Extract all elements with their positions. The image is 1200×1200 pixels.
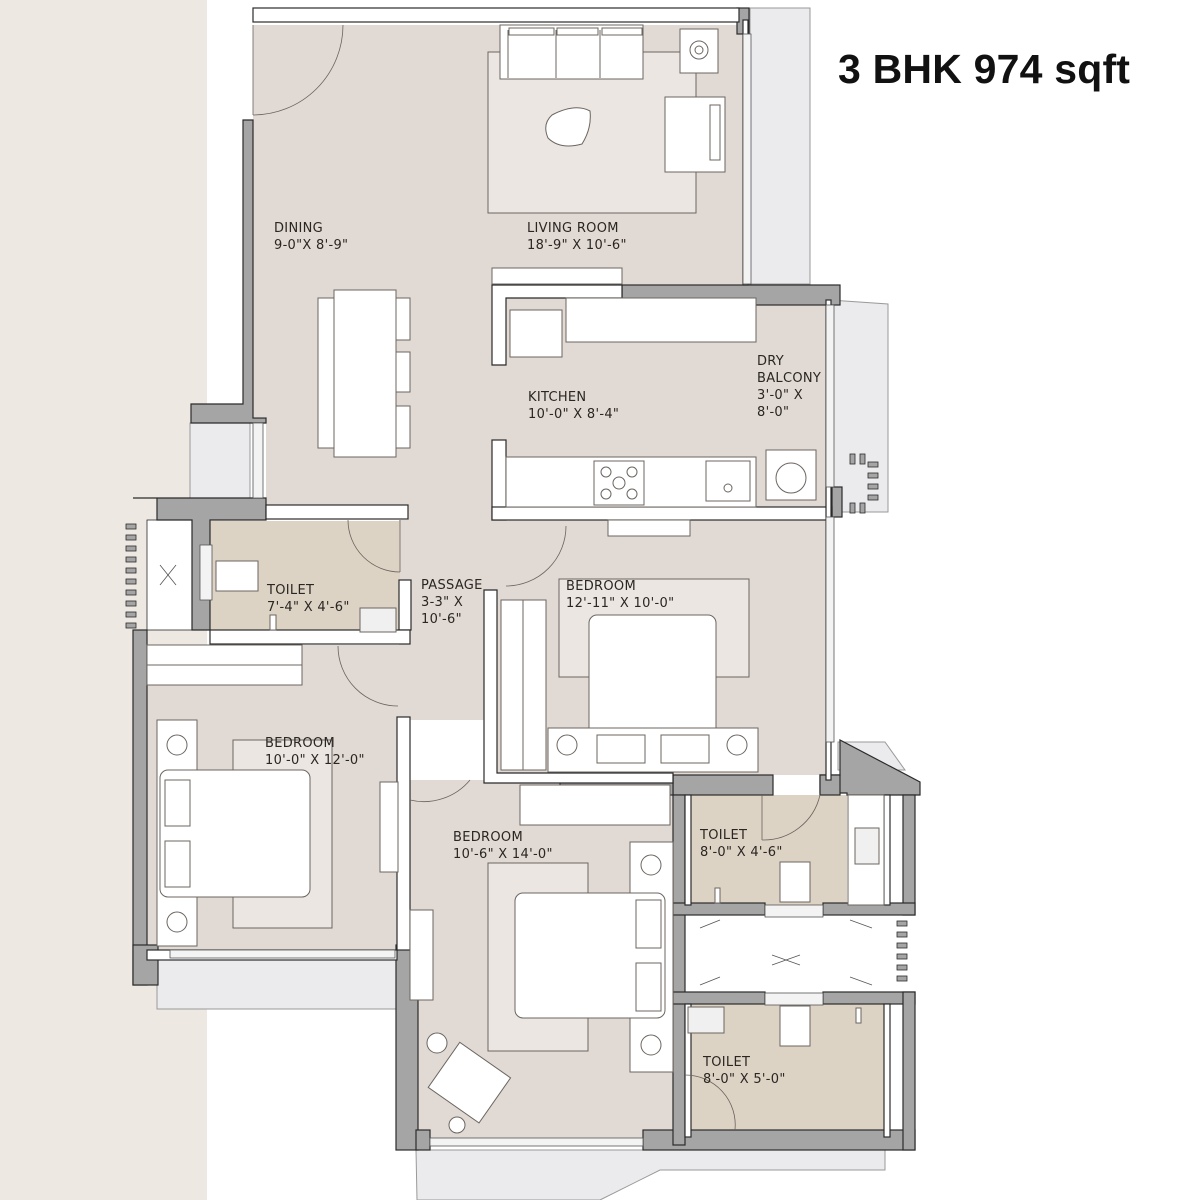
bed-3 xyxy=(514,892,666,1019)
room-name-line2: BALCONY xyxy=(757,371,822,386)
room-name: BEDROOM xyxy=(453,830,523,845)
fridge xyxy=(509,309,563,358)
louvres xyxy=(125,453,908,982)
room-name: BEDROOM xyxy=(265,736,335,751)
room-name: DINING xyxy=(274,221,324,236)
toilet2-floor xyxy=(685,795,847,905)
room-name: BEDROOM xyxy=(566,579,636,594)
room-label-passage: PASSAGE 3-3" X 10'-6" xyxy=(421,577,483,628)
living-balcony xyxy=(749,7,811,285)
basin-3 xyxy=(687,1006,725,1034)
furniture xyxy=(146,24,885,1134)
room-label-dry-balcony: DRY BALCONY 3'-0" X 8'-0" xyxy=(757,353,821,421)
tv-2 xyxy=(379,781,399,873)
room-label-toilet-2: TOILET 8'-0" X 4'-6" xyxy=(700,827,783,861)
room-label-dining: DINING 9-0"X 8'-9" xyxy=(274,220,348,254)
room-name: LIVING ROOM xyxy=(527,221,619,236)
bedroom3-ledge xyxy=(415,1149,886,1200)
room-label-toilet-1: TOILET 7'-4" X 4'-6" xyxy=(267,582,350,616)
kitchen-ledge xyxy=(829,299,889,513)
room-dims-line1: 3-3" X xyxy=(421,595,464,610)
bed-2 xyxy=(159,769,311,898)
room-label-bedroom-3: BEDROOM 10'-6" X 14'-0" xyxy=(453,829,553,863)
basin-1 xyxy=(359,607,397,633)
room-name: TOILET xyxy=(700,828,748,843)
room-label-living: LIVING ROOM 18'-9" X 10'-6" xyxy=(527,220,627,254)
kitchen-counter-top xyxy=(565,297,757,343)
room-name: TOILET xyxy=(703,1055,751,1070)
room-dims: 10'-0" X 12'-0" xyxy=(265,753,365,768)
wc-1 xyxy=(215,560,259,592)
room-dims: 12'-11" X 10'-0" xyxy=(566,596,675,611)
duct-white xyxy=(147,520,192,630)
wc-2 xyxy=(779,861,811,903)
room-name: PASSAGE xyxy=(421,578,483,593)
room-name: KITCHEN xyxy=(528,390,587,405)
shaft-white xyxy=(685,915,890,995)
coffee-table xyxy=(545,107,591,147)
room-dims: 7'-4" X 4'-6" xyxy=(267,600,350,615)
armchair-3 xyxy=(427,1041,512,1124)
room-dims: 8'-0" X 4'-6" xyxy=(700,845,783,860)
wardrobe-1b xyxy=(519,784,671,826)
windows xyxy=(169,33,835,1147)
room-dims-line1: 3'-0" X xyxy=(757,388,803,403)
room-dims: 8'-0" X 5'-0" xyxy=(703,1072,786,1087)
wc-3 xyxy=(779,1005,811,1047)
bedroom2-ledge xyxy=(156,959,398,1010)
room-label-bedroom-1: BEDROOM 12'-11" X 10'-0" xyxy=(566,578,674,612)
room-label-bedroom-2: BEDROOM 10'-0" X 12'-0" xyxy=(265,735,365,769)
room-dims-line2: 10'-6" xyxy=(421,612,462,627)
unit-title: 3 BHK 974 sqft xyxy=(838,46,1131,92)
room-name-line1: DRY xyxy=(757,354,785,369)
room-name: TOILET xyxy=(267,583,315,598)
dining-ledge xyxy=(189,422,251,506)
room-dims: 18'-9" X 10'-6" xyxy=(527,238,627,253)
room-dims-line2: 8'-0" xyxy=(757,405,790,420)
shaft-marks xyxy=(146,519,873,986)
tv-3 xyxy=(409,909,434,1001)
room-label-toilet-3: TOILET 8'-0" X 5'-0" xyxy=(703,1054,786,1088)
dining-table xyxy=(333,289,397,458)
room-label-kitchen: KITCHEN 10'-0" X 8'-4" xyxy=(528,389,619,423)
room-dims: 10'-6" X 14'-0" xyxy=(453,847,553,862)
room-dims: 10'-0" X 8'-4" xyxy=(528,407,620,422)
room-dims: 9-0"X 8'-9" xyxy=(274,238,349,253)
balconies xyxy=(156,7,906,1200)
kitchen-sink xyxy=(705,460,751,502)
doors xyxy=(252,24,821,1131)
